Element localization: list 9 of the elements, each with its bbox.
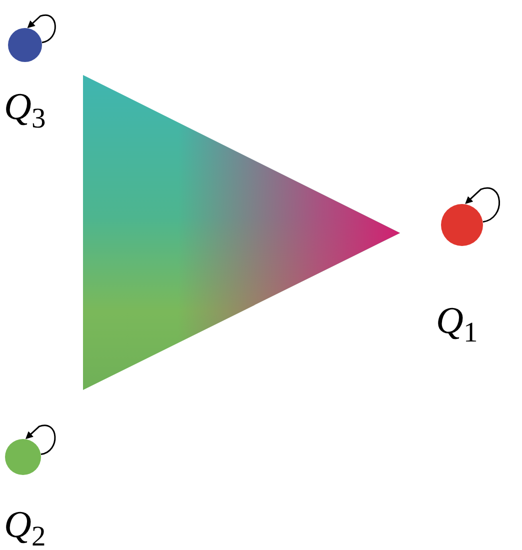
dot <box>441 204 483 246</box>
charge-label: Q$_{3}$ <box>4 88 46 134</box>
charge-label: Q$_{2}$ <box>4 506 46 550</box>
rotation-arrow <box>26 424 56 456</box>
dot <box>5 439 41 475</box>
charge-label: Q$_{1}$ <box>436 302 478 348</box>
rotation-arrow <box>27 14 56 44</box>
dot <box>8 28 42 62</box>
rotation-arrow <box>465 187 500 223</box>
